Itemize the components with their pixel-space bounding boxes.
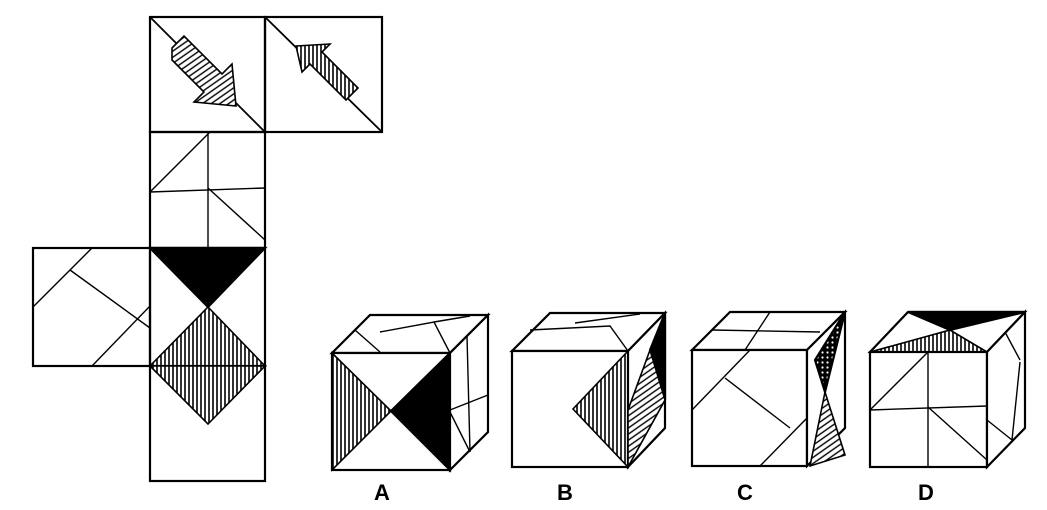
option-d-cube[interactable] <box>867 309 1028 470</box>
net-face-quartered-lines <box>148 130 267 250</box>
arrow-down-right-icon <box>171 34 237 107</box>
net-face-arrow-up-left <box>263 15 384 134</box>
option-a-cube[interactable] <box>329 312 491 473</box>
stripe-triangle-down-shape <box>148 365 267 426</box>
option-b-cube[interactable] <box>509 310 668 470</box>
option-b-label: B <box>557 480 573 505</box>
option-c-cube[interactable] <box>689 309 848 469</box>
net-face-arrow-down-right <box>148 15 267 134</box>
black-triangle-shape <box>147 246 268 309</box>
arrow-up-left-icon <box>295 43 360 102</box>
cube-net <box>31 15 384 483</box>
option-a-label: A <box>374 480 390 505</box>
option-d-label: D <box>918 480 934 505</box>
net-face-left-lines <box>31 246 152 368</box>
option-c-label: C <box>737 480 753 505</box>
stripe-triangle-shape <box>148 305 267 367</box>
net-face-bottom-stripe <box>148 364 267 483</box>
net-face-black-triangle <box>147 246 268 368</box>
